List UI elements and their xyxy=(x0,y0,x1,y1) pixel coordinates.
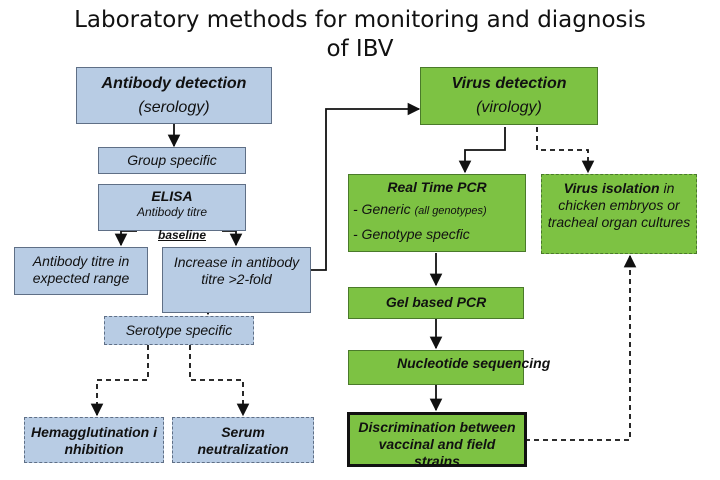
arrow-virus-to-isolation xyxy=(536,127,595,174)
arrow-discrimination-to-isolation xyxy=(525,254,637,441)
real-time-pcr-generic-note: (all genotypes) xyxy=(414,205,487,217)
virus-detection-heading: Virus detection xyxy=(451,75,567,92)
serum-neutralization-box: Serum neutralization xyxy=(172,417,314,463)
real-time-pcr-generic: - Generic xyxy=(353,201,411,217)
hemagglutination-box: Hemagglutination inhibition xyxy=(24,417,164,463)
group-specific-label: Group specific xyxy=(127,152,217,168)
serotype-specific-label: Serotype specific xyxy=(125,322,233,338)
antibody-detection-box: Antibody detection (serology) xyxy=(76,67,272,124)
titre-increase-label: Increase in antibody titre >2-fold xyxy=(173,254,300,287)
gel-pcr-box: Gel based PCR xyxy=(348,287,524,319)
virus-isolation-box: Virus isolation in chicken embryos or tr… xyxy=(541,174,697,254)
discrimination-box: Discrimination between vaccinal and fiel… xyxy=(347,412,527,469)
virus-detection-box: Virus detection (virology) xyxy=(420,67,598,125)
virus-isolation-heading: Virus isolation xyxy=(563,180,660,196)
elisa-sub: Antibody titre xyxy=(136,205,208,219)
hemagglutination-label: Hemagglutination inhibition xyxy=(31,424,157,457)
gel-pcr-label: Gel based PCR xyxy=(385,294,487,310)
nucleotide-label: Nucleotide sequencing xyxy=(397,355,551,371)
page-title: Laboratory methods for monitoring and di… xyxy=(0,6,720,64)
titre-expected-label: Antibody titre in expected range xyxy=(32,253,130,286)
antibody-detection-sub: (serology) xyxy=(138,99,210,116)
elisa-box: ELISA Antibody titre xyxy=(98,184,246,231)
title-line-1: Laboratory methods for monitoring and di… xyxy=(74,7,646,33)
nucleotide-box: Nucleotide sequencing xyxy=(348,350,551,385)
group-specific-box: Group specific xyxy=(98,147,246,174)
elisa-heading: ELISA xyxy=(151,188,193,204)
virus-detection-sub: (virology) xyxy=(476,99,542,116)
titre-expected-box: Antibody titre in expected range xyxy=(14,247,148,295)
discrimination-label: Discrimination between vaccinal and fiel… xyxy=(358,419,516,469)
title-line-2: of IBV xyxy=(326,36,394,62)
serotype-specific-box: Serotype specific xyxy=(104,316,254,345)
elisa-baseline-label: baseline xyxy=(158,228,207,242)
arrow-serotype-to-hemagglutination xyxy=(90,345,149,417)
real-time-pcr-genotype: - Genotype specfic xyxy=(353,226,470,242)
serum-neutralization-label: Serum neutralization xyxy=(197,424,289,457)
titre-increase-box: Increase in antibody titre >2-fold xyxy=(162,247,311,313)
virus-isolation-rest: in chicken embryos or tracheal organ cul… xyxy=(547,180,691,230)
arrow-virus-to-pcr xyxy=(458,127,506,174)
real-time-pcr-heading: Real Time PCR xyxy=(387,179,487,195)
arrow-serotype-to-neutralization xyxy=(189,345,250,417)
arrow-elisa-to-expected xyxy=(114,230,137,247)
arrow-increase-to-virus xyxy=(311,102,421,271)
antibody-detection-heading: Antibody detection xyxy=(101,75,247,92)
real-time-pcr-box: Real Time PCR - Generic (all genotypes) … xyxy=(348,174,526,252)
arrow-elisa-to-increase xyxy=(222,230,243,247)
